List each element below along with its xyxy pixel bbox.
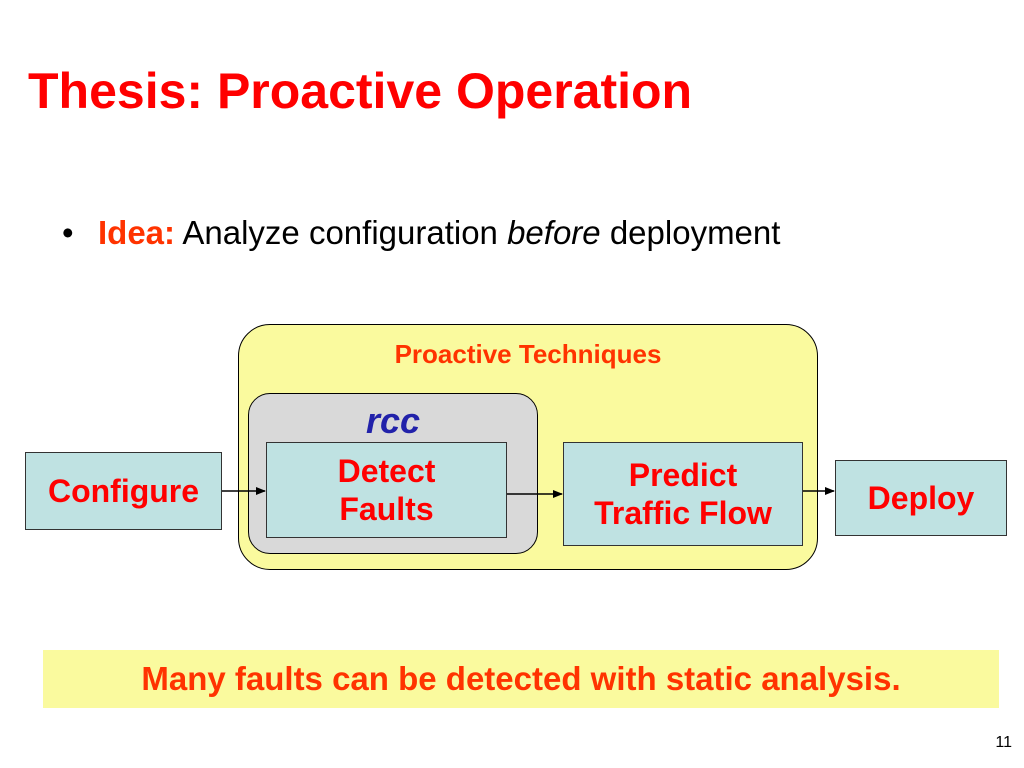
bullet-text-before: Analyze configuration (175, 214, 508, 251)
deploy-node: Deploy (835, 460, 1007, 536)
configure-label: Configure (47, 472, 200, 509)
proactive-techniques-label: Proactive Techniques (394, 339, 662, 369)
detect-faults-node: Detect Faults (266, 442, 507, 538)
bullet-label: Idea: (98, 214, 176, 251)
bullet-marker: • (62, 214, 74, 251)
detect-faults-label-line2: Faults (339, 491, 434, 527)
slide-title: Thesis: Proactive Operation (28, 63, 693, 119)
bullet-text-emphasis: before (507, 214, 601, 251)
detect-faults-label-line1: Detect (337, 452, 436, 489)
bullet-item: • Idea: Analyze configuration before depl… (62, 214, 780, 252)
rcc-label: rcc (365, 400, 421, 441)
callout-banner: Many faults can be detected with static … (43, 650, 999, 708)
deploy-label: Deploy (867, 479, 975, 516)
predict-traffic-flow-label-line2: Traffic Flow (594, 495, 772, 531)
configure-node: Configure (25, 452, 222, 530)
bullet-text-after: deployment (600, 214, 781, 251)
callout-text: Many faults can be detected with static … (141, 660, 901, 697)
predict-traffic-flow-label-line1: Predict (628, 456, 738, 493)
page-number: 11 (995, 734, 1012, 751)
predict-traffic-flow-node: Predict Traffic Flow (563, 442, 803, 546)
